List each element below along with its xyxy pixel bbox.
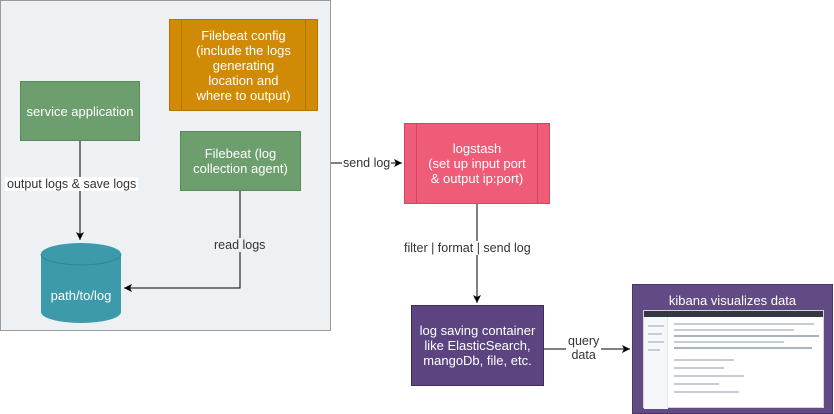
logstash-label: logstash (set up input port & output ip:…: [428, 141, 526, 186]
thumb-line: [674, 375, 744, 377]
process-left-bar: [181, 20, 182, 110]
log-path-database-node[interactable]: path/to/log: [40, 242, 122, 324]
kibana-title-wrap: kibana visualizes data: [633, 291, 832, 309]
log-saving-container-label: log saving container like ElasticSearch,…: [419, 323, 536, 368]
edge-filebeat-to-log: [124, 191, 241, 292]
thumb-line: [648, 325, 664, 327]
log-saving-container-node[interactable]: log saving container like ElasticSearch,…: [411, 305, 544, 386]
filebeat-config-label: Filebeat config (include the logs genera…: [196, 27, 291, 103]
thumb-line: [674, 329, 794, 331]
thumb-line: [674, 347, 812, 349]
thumb-sidebar: [644, 317, 668, 409]
filebeat-agent-label: Filebeat (log collection agent): [193, 146, 288, 176]
process-right-bar: [305, 20, 306, 110]
thumb-line: [674, 341, 784, 343]
service-application-node[interactable]: service application: [20, 81, 140, 141]
filebeat-agent-node[interactable]: Filebeat (log collection agent): [180, 131, 301, 191]
process-right-bar: [537, 124, 538, 203]
filebeat-config-node[interactable]: Filebeat config (include the logs genera…: [169, 19, 318, 111]
log-path-label-wrap: path/to/log: [40, 272, 122, 318]
thumb-line: [648, 349, 660, 351]
log-path-label: path/to/log: [50, 287, 112, 303]
thumb-line: [648, 341, 664, 343]
thumb-line: [674, 359, 734, 361]
thumb-line: [648, 333, 662, 335]
database-cylinder-icon: [40, 243, 122, 323]
thumb-line: [674, 383, 719, 385]
edge-label-output-logs: output logs & save logs: [5, 177, 139, 191]
thumb-top-bar: [644, 311, 823, 317]
edge-label-send-log: send log: [342, 156, 392, 170]
logstash-node[interactable]: logstash (set up input port & output ip:…: [404, 123, 550, 204]
service-application-label: service application: [26, 103, 134, 119]
edge-label-filter-format-send: filter | format | send log: [403, 241, 532, 255]
thumb-line: [674, 391, 739, 393]
kibana-title: kibana visualizes data: [668, 292, 797, 308]
process-left-bar: [416, 124, 417, 203]
edge-label-read-logs: read logs: [212, 238, 268, 252]
thumb-line: [674, 323, 814, 325]
kibana-screenshot-thumbnail: [643, 310, 824, 409]
edge-label-query-data: query data: [566, 334, 602, 362]
thumb-line: [674, 367, 724, 369]
kibana-node[interactable]: kibana visualizes data: [632, 284, 833, 414]
thumb-line: [674, 335, 819, 337]
